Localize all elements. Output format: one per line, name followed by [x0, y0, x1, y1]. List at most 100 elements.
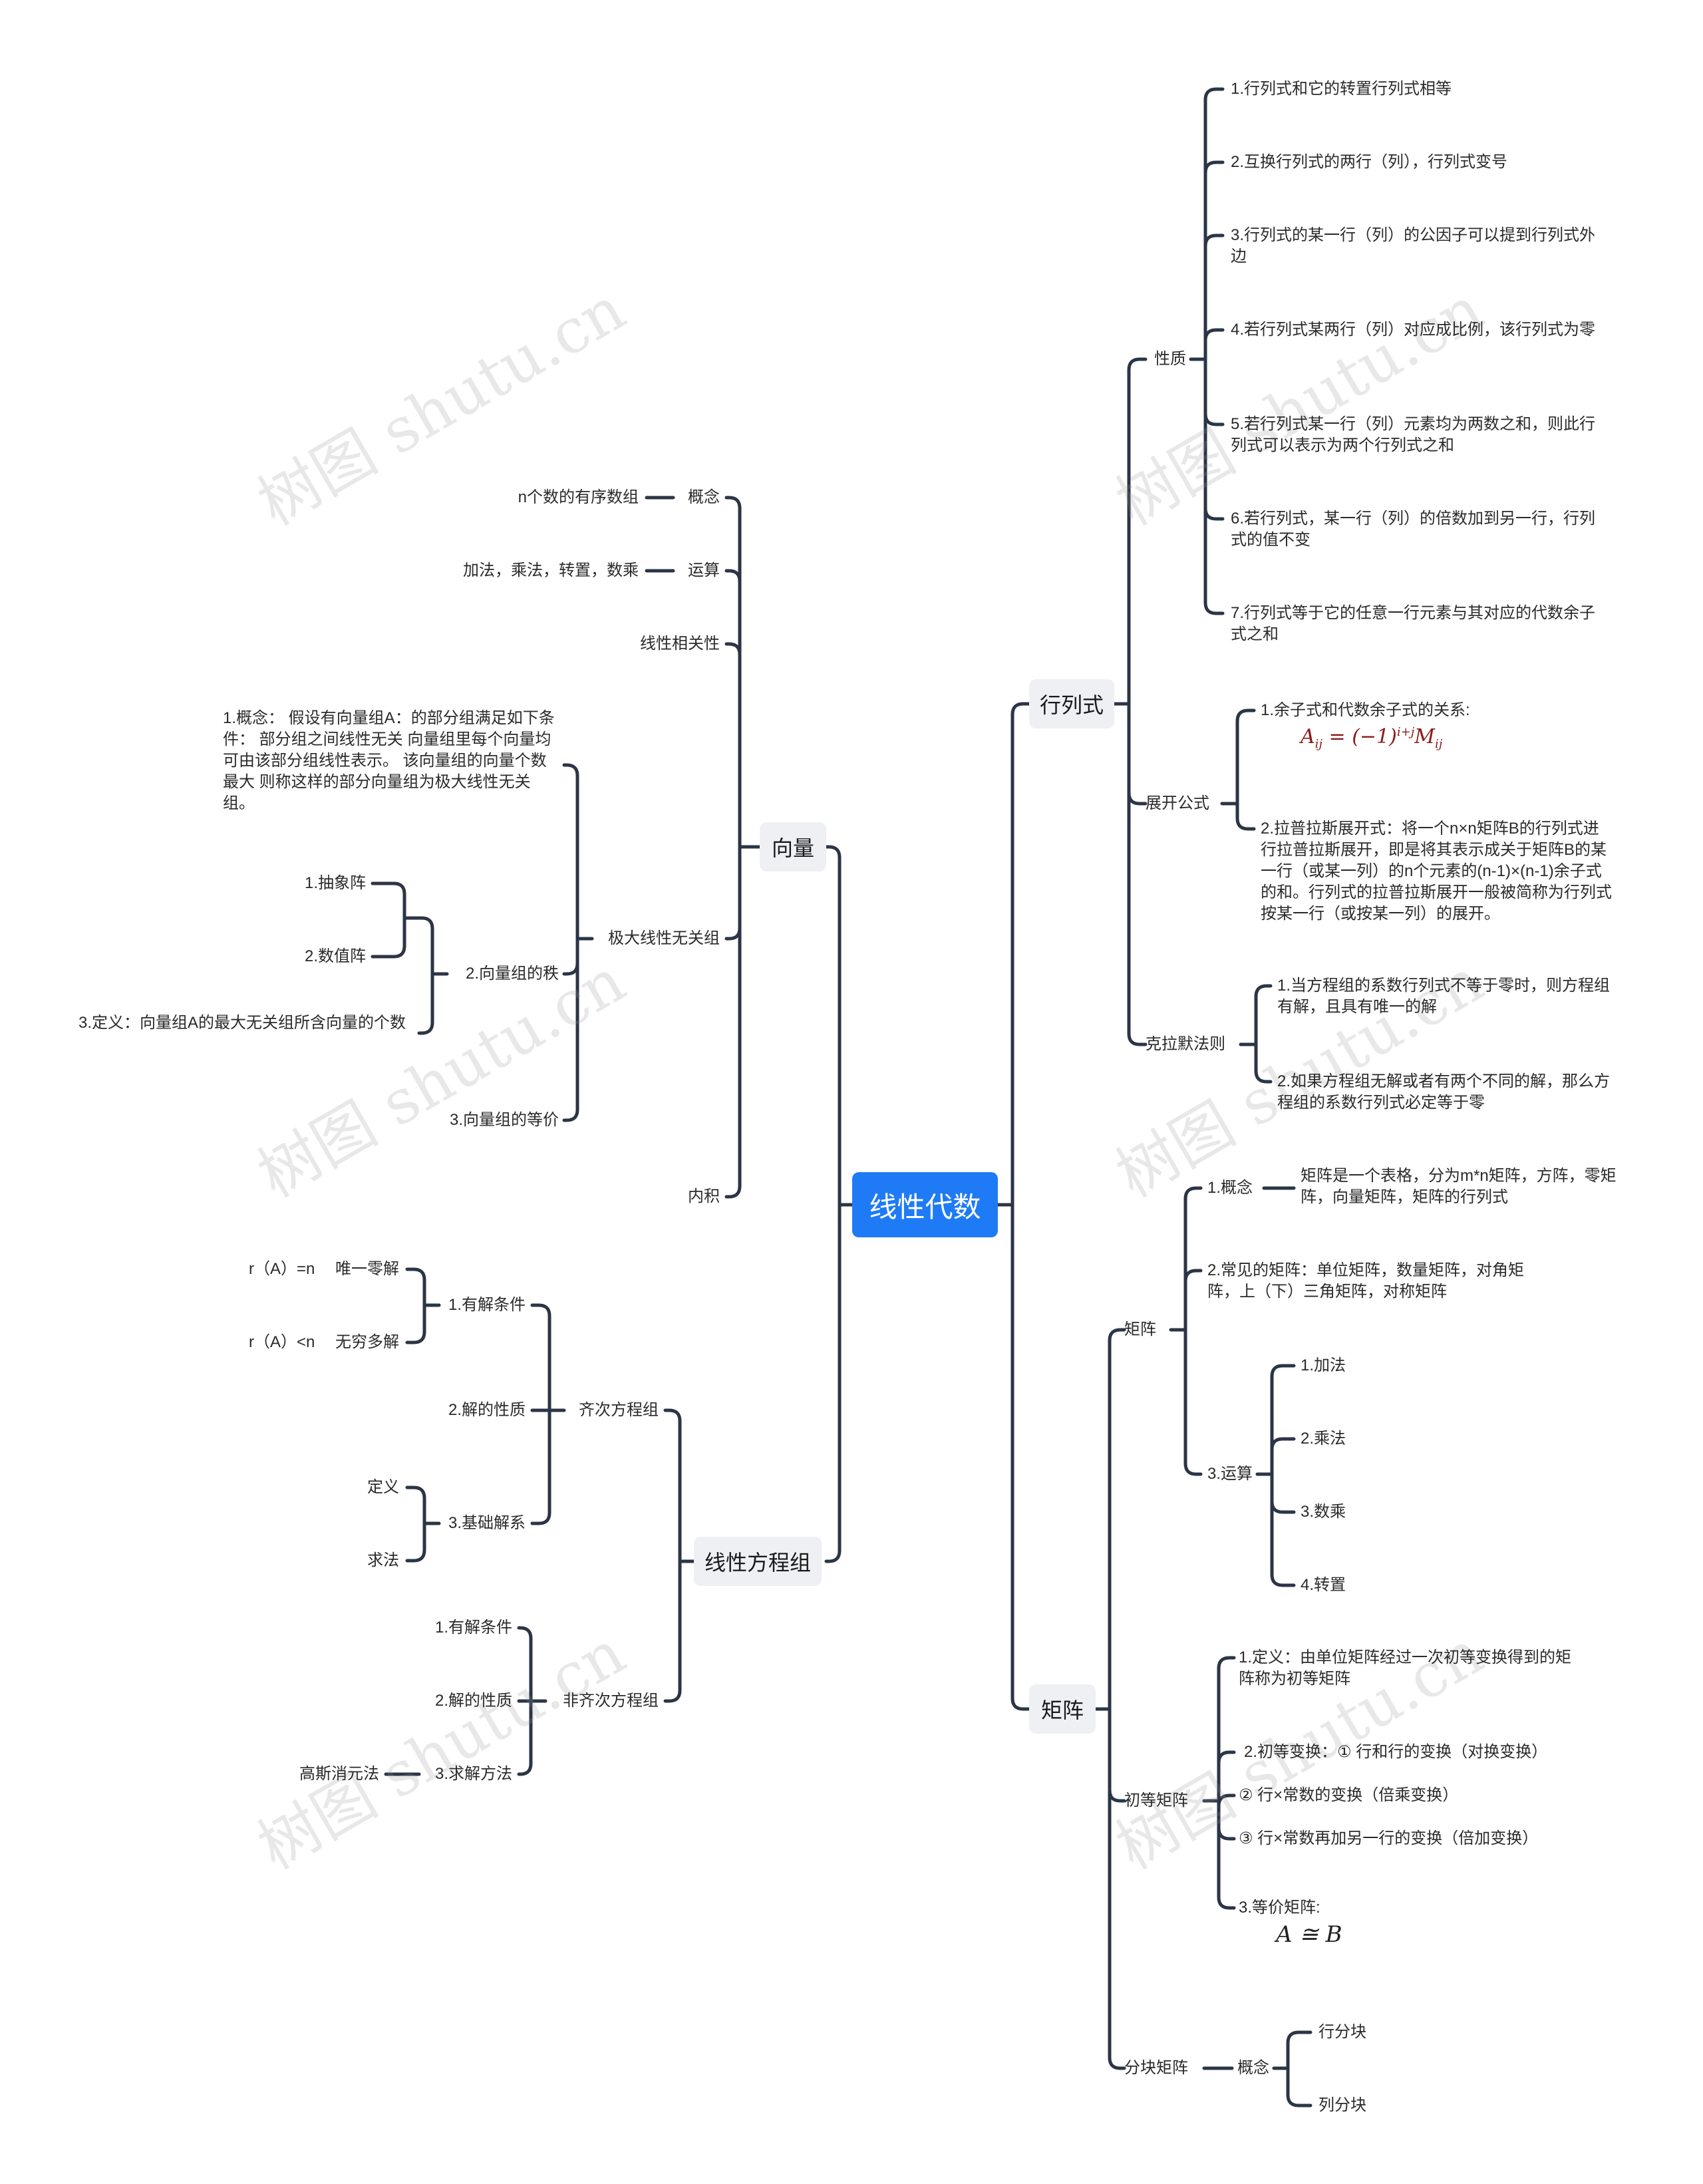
property-2: 2.互换行列式的两行（列），行列式变号: [1231, 153, 1508, 171]
root-right-branch-1: [1010, 1203, 1031, 1711]
rank-abstract: 1.抽象阵: [304, 874, 366, 892]
property-4: 4.若行列式某两行（列）对应成比例，该行列式为零: [1231, 321, 1596, 339]
op-transpose: 4.转置: [1301, 1576, 1346, 1594]
expansion-item-2: 2.拉普拉斯展开式：将一个n×n矩阵B的行列式进行拉普拉斯展开，即是将其表示成关…: [1261, 820, 1612, 923]
matrix-ops[interactable]: 3.运算: [1207, 1465, 1253, 1483]
rank-sub-branch-0: [371, 881, 406, 920]
vector-rank[interactable]: 2.向量组的秩: [465, 965, 559, 983]
determinant-expansion[interactable]: 展开公式: [1146, 794, 1209, 812]
property-3: 3.行列式的某一行（列）的公因子可以提到行列式外边: [1231, 226, 1596, 265]
elementary-transform-1: 2.初等变换：① 行和行的变换（对换变换）: [1244, 1743, 1548, 1761]
det-children-branch-2: [1127, 702, 1148, 1046]
basis-items-branch-0: [405, 1485, 426, 1525]
nonhomogeneous-system[interactable]: 非齐次方程组: [563, 1692, 659, 1710]
rank-sub-branch-1: [371, 916, 406, 959]
matrix-node-children-branch-0: [1183, 1186, 1203, 1332]
nonhomog-children-branch-2: [517, 1699, 533, 1776]
block-items-branch-0: [1286, 2030, 1313, 2070]
homogeneous-basis[interactable]: 3.基础解系: [448, 1514, 526, 1532]
system-children-branch-1: [663, 1559, 682, 1703]
matrix-concept-text: 矩阵是一个表格，分为m*n矩阵，方阵，零矩阵，向量矩阵，矩阵的行列式: [1301, 1167, 1617, 1206]
ops-items-branch-0: [1270, 1364, 1296, 1476]
elementary-definition: 1.定义：由单位矩阵经过一次初等变换得到的矩阵称为初等矩阵: [1239, 1648, 1572, 1688]
block-concept[interactable]: 概念: [1237, 2059, 1269, 2077]
op-multiply: 2.乘法: [1301, 1430, 1346, 1448]
matrix-basic[interactable]: 矩阵: [1124, 1321, 1156, 1338]
vector-children-branch-4: [724, 845, 742, 1199]
vector-concept-detail: n个数的有序数组: [518, 488, 639, 506]
op-scalar: 3.数乘: [1301, 1503, 1346, 1521]
topic-linear-system[interactable]: 线性方程组: [694, 1537, 822, 1586]
det-children-branch-1: [1127, 702, 1148, 806]
expansion-items-branch-1: [1235, 802, 1256, 831]
homogeneous-nature: 2.解的性质: [448, 1401, 526, 1419]
maximal-children-branch-2: [562, 937, 579, 1122]
property-5: 5.若行列式某一行（列）元素均为两数之和，则此行列式可以表示为两个行列式之和: [1231, 415, 1596, 454]
property-6: 6.若行列式，某一行（列）的倍数加到另一行，行列式的值不变: [1231, 510, 1596, 549]
cond-infinite: r（A）<n 无穷多解: [248, 1333, 399, 1351]
homogeneous-cond[interactable]: 1.有解条件: [448, 1296, 526, 1314]
root-right-branch-0: [1010, 702, 1031, 1207]
determinant-cramer[interactable]: 克拉默法则: [1146, 1035, 1225, 1053]
cond-items-branch-0: [405, 1267, 426, 1307]
determinant-properties[interactable]: 性质: [1154, 350, 1186, 368]
prop-items-branch-3: [1203, 328, 1225, 361]
homogeneous-system[interactable]: 齐次方程组: [579, 1401, 659, 1419]
ops-items-branch-3: [1270, 1472, 1296, 1587]
ops-items-branch-2: [1270, 1472, 1296, 1514]
matrix-elementary[interactable]: 初等矩阵: [1124, 1792, 1188, 1809]
vector-maximal-set[interactable]: 极大线性无关组: [608, 929, 720, 947]
vector-linear-dependence[interactable]: 线性相关性: [640, 635, 720, 653]
vector-ops-detail: 加法，乘法，转置，数乘: [463, 561, 639, 579]
matrix-node-children-branch-2: [1183, 1328, 1203, 1476]
prop-items-branch-1: [1203, 160, 1225, 361]
topic-vector[interactable]: 向量: [760, 822, 826, 871]
prop-items-branch-6: [1203, 357, 1225, 615]
vector-concept[interactable]: 概念: [688, 488, 720, 506]
matrix-concept[interactable]: 1.概念: [1207, 1179, 1253, 1197]
matrix-children-branch-2: [1108, 1707, 1126, 2070]
basis-definition: 定义: [367, 1478, 399, 1496]
topic-determinant[interactable]: 行列式: [1029, 679, 1114, 728]
prop-items-branch-0: [1203, 87, 1225, 361]
matrix-children-branch-1: [1108, 1707, 1126, 1803]
cond-items-branch-1: [405, 1303, 426, 1344]
property-7: 7.行列式等于它的任意一行元素与其对应的代数余子式之和: [1231, 604, 1596, 643]
matrix-common: 2.常见的矩阵：单位矩阵，数量矩阵，对角矩阵，上（下）三角矩阵，对称矩阵: [1207, 1261, 1525, 1301]
block-cols: 列分块: [1318, 2096, 1366, 2114]
maximal-children-branch-0: [562, 763, 579, 941]
basis-method: 求法: [367, 1551, 399, 1569]
property-1: 1.行列式和它的转置行列式相等: [1231, 80, 1452, 98]
homog-children-branch-2: [530, 1408, 551, 1525]
block-rows: 行分块: [1318, 2023, 1366, 2041]
block-items-branch-1: [1286, 2066, 1313, 2107]
vector-inner-product[interactable]: 内积: [688, 1187, 720, 1205]
rank-definition: 3.定义：向量组A的最大无关组所含向量的个数: [78, 1014, 406, 1032]
expansion-items-branch-0: [1235, 708, 1256, 806]
vector-ops[interactable]: 运算: [688, 561, 720, 579]
vector-children-branch-3: [724, 845, 742, 941]
elementary-transform-3: ③ 行×常数再加另一行的变换（倍加变换）: [1239, 1829, 1539, 1847]
cramer-item-1: 1.当方程组的系数行列式不等于零时，则方程组有解，且具有唯一的解: [1277, 977, 1611, 1016]
matrix-children-branch-0: [1108, 1328, 1126, 1711]
basis-items-branch-1: [405, 1521, 426, 1563]
elementary-items-branch-0: [1217, 1656, 1236, 1803]
root-left-branch-1: [824, 1203, 842, 1563]
root-node[interactable]: 线性代数: [852, 1172, 998, 1237]
topic-matrix[interactable]: 矩阵: [1029, 1684, 1096, 1734]
cramer-items-branch-0: [1254, 984, 1273, 1046]
ops-items-branch-1: [1270, 1437, 1296, 1476]
cramer-items-branch-1: [1254, 1042, 1273, 1084]
cofactor-formula: Aij = (−1)i+jMij: [1301, 725, 1443, 751]
prop-items-branch-2: [1203, 234, 1225, 361]
rank-children-branch-1: [417, 972, 434, 1035]
matrix-block[interactable]: 分块矩阵: [1124, 2059, 1188, 2077]
nonhomogeneous-method[interactable]: 3.求解方法: [434, 1765, 512, 1783]
vector-equivalence: 3.向量组的等价: [449, 1111, 559, 1129]
rank-numeric: 2.数值阵: [304, 947, 366, 965]
homog-children-branch-0: [530, 1303, 551, 1412]
nonhomogeneous-nature: 2.解的性质: [434, 1692, 512, 1710]
elementary-items-branch-4: [1217, 1799, 1236, 1910]
